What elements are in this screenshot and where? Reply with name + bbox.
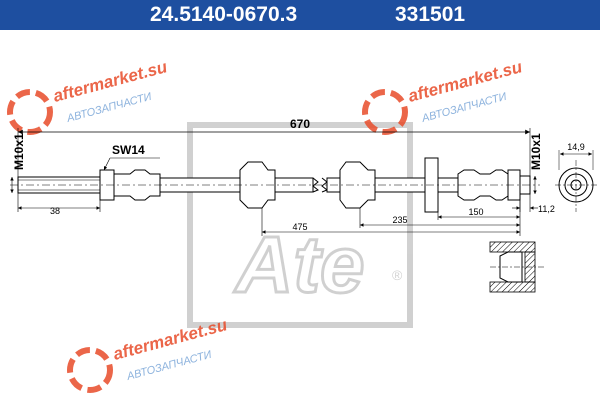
title-bar: 24.5140-0670.3 331501 [0,0,600,30]
section-detail [489,241,545,293]
dim-total-length: 670 [17,117,531,177]
wrench-size-label: SW14 [112,143,145,157]
thread-right-label: M10x1 [529,133,543,170]
total-length-label: 670 [290,117,310,131]
len-150-label: 150 [468,207,483,217]
dim-left-fitting: 38 [17,193,101,216]
watermark-top-left: aftermarket.su АВТОЗАПЧАСТИ [7,57,170,135]
watermark-brand: aftermarket.su [406,57,525,106]
end-length-label: 11,2 [538,204,555,214]
part-number: 24.5140-0670.3 [150,3,298,26]
watermark-top-right: aftermarket.su АВТОЗАПЧАСТИ [362,57,525,135]
watermark-brand: aftermarket.su [111,315,230,364]
end-view: 14,9 [555,142,598,212]
diameter-label: 14,9 [567,142,585,152]
thread-left-label: M10x1 [12,133,26,170]
dim-150: 150 [437,200,521,220]
len-235-label: 235 [392,215,407,225]
technical-drawing: Ate ® aftermarket.su АВТОЗАПЧАСТИ afterm… [7,57,598,393]
article-code: 331501 [395,3,466,26]
ate-logo: Ate ® [187,122,413,328]
watermark-bottom: aftermarket.su АВТОЗАПЧАСТИ [67,315,230,393]
len-475-label: 475 [292,222,307,232]
dim-end-length: 11,2 [512,194,555,214]
dim-thread-right: M10x1 [529,133,543,194]
dim-235: 235 [359,208,520,228]
dim-475: 475 [261,208,521,236]
left-fitting-label: 38 [50,206,60,216]
dim-wrench-size: SW14 [103,143,160,171]
ate-logo-text: Ate [234,220,365,309]
watermark-brand: aftermarket.su [51,57,170,106]
ate-logo-registered: ® [392,267,403,283]
dim-thread-left: M10x1 [10,133,26,193]
